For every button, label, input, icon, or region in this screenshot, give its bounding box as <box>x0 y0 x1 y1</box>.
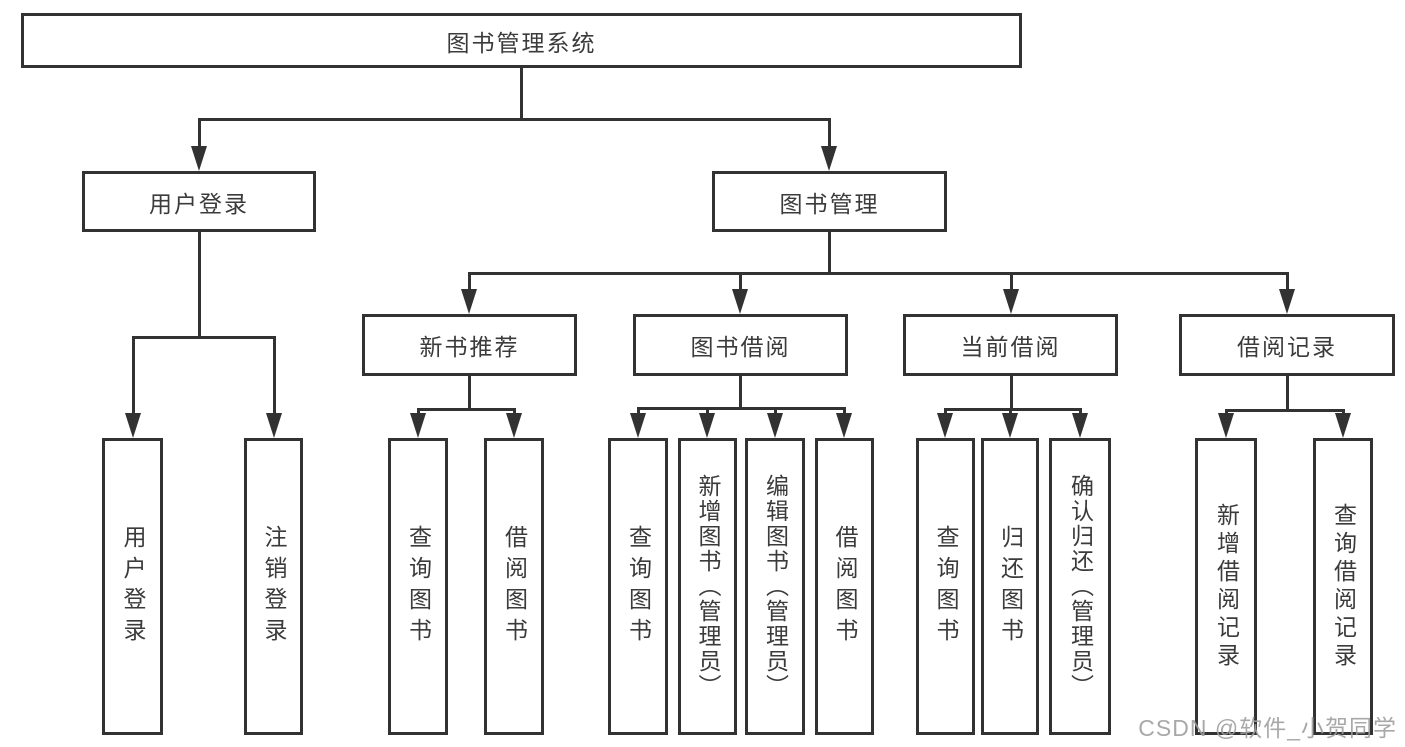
connector-stem <box>416 408 420 415</box>
arrowhead-down-icon <box>937 413 953 438</box>
node-label: 新增图书（管理员） <box>695 474 721 699</box>
connector-stem <box>705 407 709 415</box>
connector-trunk <box>1009 376 1013 411</box>
node-label: 用户登录 <box>120 524 146 649</box>
node-user-login-group: 用户登录 <box>82 171 316 232</box>
connector-stem <box>827 118 831 148</box>
connector-stem <box>943 408 947 415</box>
arrowhead-down-icon <box>1072 413 1088 438</box>
connector-trunk <box>738 376 742 410</box>
node-book-mgmt-group: 图书管理 <box>712 171 947 232</box>
node-label: 确认归还（管理员） <box>1067 474 1094 699</box>
node-label: 借阅图书 <box>501 524 528 649</box>
arrowhead-down-icon <box>630 413 646 438</box>
connector-stem <box>842 407 846 415</box>
connector-stem <box>131 336 135 415</box>
connector-bar <box>416 408 516 411</box>
connector-bar <box>131 336 276 339</box>
node-label: 查询图书 <box>405 524 432 649</box>
node-label: 查询图书 <box>933 524 959 649</box>
node-label: 图书管理 <box>779 190 880 217</box>
node-current-borrow: 当前借阅 <box>903 314 1118 376</box>
arrowhead-down-icon <box>410 413 426 438</box>
node-query-books-rec: 查询图书 <box>388 438 448 735</box>
node-add-borrow-record: 新增借阅记录 <box>1195 438 1257 735</box>
node-label: 查询借阅记录 <box>1330 502 1357 671</box>
arrowhead-down-icon <box>506 413 522 438</box>
connector-stem <box>636 407 640 415</box>
node-confirm-return-admin: 确认归还（管理员） <box>1049 438 1111 735</box>
arrowhead-down-icon <box>732 289 748 314</box>
arrowhead-down-icon <box>1002 413 1018 438</box>
node-label: 新增借阅记录 <box>1213 502 1240 671</box>
connector-bar <box>636 407 846 410</box>
connector-bar <box>943 408 1082 411</box>
connector-bar <box>197 118 831 121</box>
connector-stem <box>197 118 201 148</box>
arrowhead-down-icon <box>821 146 837 171</box>
connector-stem <box>738 272 742 291</box>
node-user-login: 用户登录 <box>102 438 163 735</box>
node-logout: 注销登录 <box>244 438 303 735</box>
node-label: 注销登录 <box>261 524 287 649</box>
arrowhead-down-icon <box>836 413 852 438</box>
connector-trunk <box>1285 376 1289 412</box>
connector-stem <box>1009 272 1013 291</box>
node-label: 新书推荐 <box>419 334 520 360</box>
connector-bar <box>467 272 1289 275</box>
arrowhead-down-icon <box>461 289 477 314</box>
arrowhead-down-icon <box>1279 289 1295 314</box>
arrowhead-down-icon <box>125 413 141 438</box>
node-return-books: 归还图书 <box>981 438 1039 735</box>
connector-stem <box>1285 272 1289 291</box>
node-label: 编辑图书（管理员） <box>762 474 789 699</box>
node-label: 图书借阅 <box>690 334 791 360</box>
node-label: 当前借阅 <box>960 334 1061 360</box>
node-borrow-books-rec: 借阅图书 <box>484 438 544 735</box>
node-label: 借阅图书 <box>832 524 858 649</box>
arrowhead-down-icon <box>1335 413 1351 438</box>
node-new-book-rec: 新书推荐 <box>362 314 577 376</box>
arrowhead-down-icon <box>699 413 715 438</box>
arrowhead-down-icon <box>266 413 282 438</box>
arrowhead-down-icon <box>1218 413 1234 438</box>
node-label: 归还图书 <box>997 524 1024 649</box>
connector-stem <box>1224 409 1228 415</box>
connector-trunk <box>197 232 201 339</box>
connector-stem <box>467 272 471 291</box>
node-query-borrow-record: 查询借阅记录 <box>1313 438 1373 735</box>
connector-stem <box>272 336 276 415</box>
connector-stem <box>512 408 516 415</box>
connector-bar <box>1224 409 1345 412</box>
node-edit-books-admin: 编辑图书（管理员） <box>745 438 805 735</box>
arrowhead-down-icon <box>1003 289 1019 314</box>
connector-stem <box>1078 408 1082 415</box>
node-add-books-admin: 新增图书（管理员） <box>678 438 737 735</box>
node-query-books-current: 查询图书 <box>916 438 975 735</box>
connector-stem <box>1008 408 1012 415</box>
node-label: 图书管理系统 <box>446 29 597 56</box>
node-book-borrow: 图书借阅 <box>633 314 848 376</box>
node-borrow-books-borrow: 借阅图书 <box>815 438 874 735</box>
csdn-watermark: CSDN @软件_小贺同学 <box>1138 715 1397 741</box>
connector-trunk <box>467 376 471 411</box>
arrowhead-down-icon <box>191 146 207 171</box>
node-label: 借阅记录 <box>1237 334 1337 360</box>
connector-trunk <box>519 68 523 121</box>
node-label: 查询图书 <box>625 524 652 649</box>
connector-trunk <box>827 232 831 275</box>
node-label: 用户登录 <box>149 190 249 217</box>
connector-stem <box>1341 409 1345 415</box>
arrowhead-down-icon <box>767 413 783 438</box>
node-root: 图书管理系统 <box>21 13 1022 68</box>
connector-stem <box>773 407 777 415</box>
node-borrow-record: 借阅记录 <box>1179 314 1395 376</box>
node-query-books-borrow: 查询图书 <box>608 438 668 735</box>
